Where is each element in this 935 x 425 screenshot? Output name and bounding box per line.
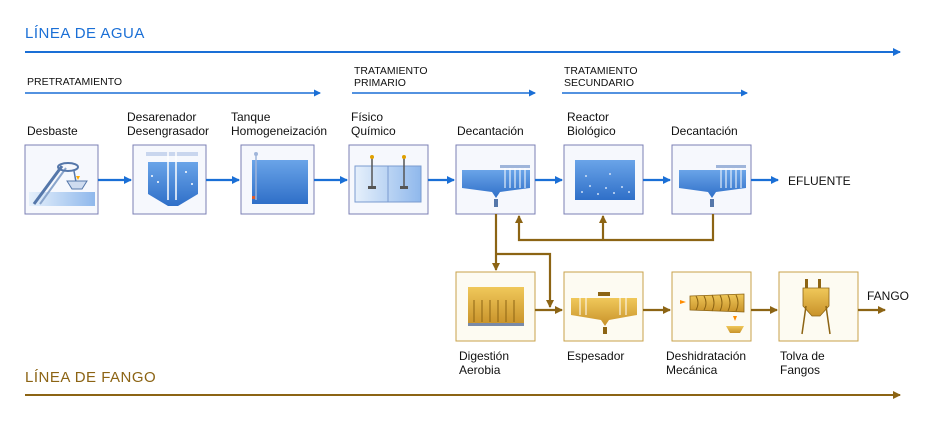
stage-label-tanque: Tanque Homogeneización: [231, 110, 328, 138]
primary-clarifier-icon: [462, 165, 530, 207]
digester-icon: [468, 287, 524, 326]
stage-label-digestion: Digestión Aerobia: [459, 349, 510, 377]
physicochemical-icon: [354, 155, 422, 203]
sludge-bypass-line: [496, 252, 554, 308]
thickener-icon: [571, 292, 637, 334]
stage-label-tolva: Tolva de Fangos: [780, 349, 825, 377]
stage-label-desbaste: Desbaste: [27, 124, 78, 138]
sludge-output-label: FANGO: [867, 289, 910, 303]
screw-press-icon: [680, 293, 745, 333]
screening-icon: [29, 162, 95, 206]
bioreactor-icon: [575, 160, 635, 200]
phase-label-primary: TRATAMIENTO PRIMARIO: [354, 65, 428, 89]
stage-label-reactor: Reactor Biológico: [567, 110, 616, 138]
grit-removal-icon: [146, 152, 198, 206]
stage-label-desarenador: Desarenador Desengrasador: [127, 110, 210, 138]
stage-label-decantacion-1: Decantación: [457, 124, 524, 138]
stage-label-deshidratacion: Deshidratación Mecánica: [666, 349, 747, 377]
stage-label-decantacion-2: Decantación: [671, 124, 738, 138]
secondary-clarifier-icon: [679, 165, 746, 207]
phase-label-secondary: TRATAMIENTO SECUNDARIO: [564, 65, 638, 89]
recirculation-line: [515, 214, 715, 242]
stage-label-espesador: Espesador: [567, 349, 625, 363]
water-line-title: LÍNEA DE AGUA: [25, 25, 145, 42]
stage-label-fisico: Físico Químico: [351, 110, 396, 138]
sludge-hopper-icon: [801, 279, 831, 335]
sludge-line-title: LÍNEA DE FANGO: [25, 369, 157, 386]
phase-label-pretreatment: PRETRATAMIENTO: [27, 76, 123, 88]
effluent-label: EFLUENTE: [788, 174, 851, 188]
homogenization-tank-icon: [252, 152, 308, 204]
